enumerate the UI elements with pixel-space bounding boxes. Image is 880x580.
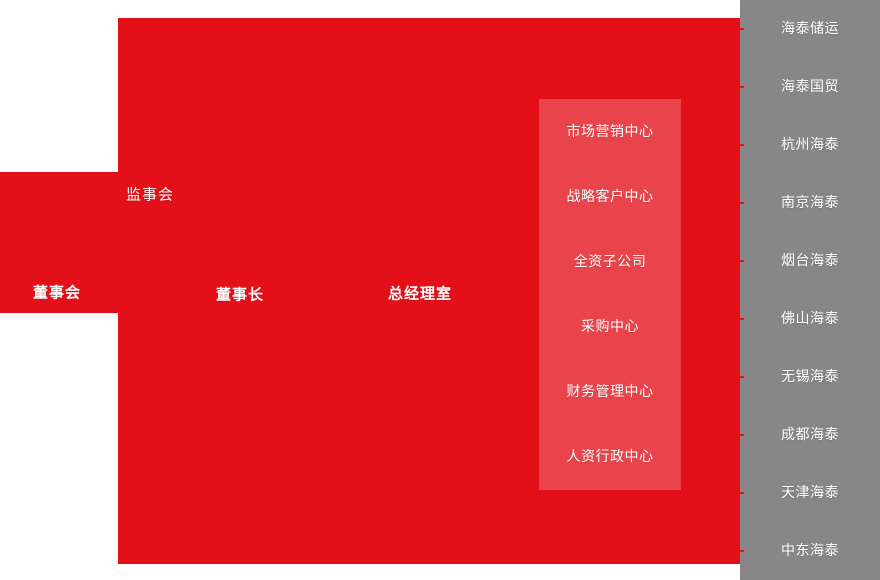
department-item[interactable]: 市场营销中心 [533,99,681,164]
subsidiary-item[interactable]: 天津海泰 [740,464,880,522]
department-label: 采购中心 [581,319,639,336]
connector-tick-icon [533,326,538,329]
connector-tick-icon [533,195,538,198]
subsidiary-label: 中东海泰 [781,543,839,559]
department-label: 人资行政中心 [566,449,654,466]
subsidiary-label: 海泰储运 [781,21,839,37]
connector-tick-icon [740,28,744,30]
subsidiary-item[interactable]: 无锡海泰 [740,348,880,406]
connector-tick-icon [740,434,744,436]
department-item[interactable]: 采购中心 [533,295,681,360]
subsidiary-label: 佛山海泰 [781,311,839,327]
connector-tick-icon [740,492,744,494]
node-general-manager-office[interactable]: 总经理室 [387,284,453,303]
department-item[interactable]: 全资子公司 [533,229,681,294]
department-label: 财务管理中心 [566,384,654,401]
subsidiary-item[interactable]: 成都海泰 [740,406,880,464]
board-of-directors-block[interactable] [0,172,118,313]
subsidiary-label: 烟台海泰 [781,253,839,269]
subsidiary-item[interactable]: 烟台海泰 [740,232,880,290]
department-item[interactable]: 财务管理中心 [533,360,681,425]
node-board-of-supervisors[interactable]: 监事会 [125,185,175,204]
subsidiary-label: 杭州海泰 [781,137,839,153]
connector-tick-icon [740,144,744,146]
subsidiary-label: 南京海泰 [781,195,839,211]
subsidiary-sidebar: 海泰储运 海泰国贸 杭州海泰 南京海泰 烟台海泰 佛山海泰 无锡海泰 [740,0,880,580]
main-org-block [118,18,740,564]
connector-tick-icon [740,260,744,262]
subsidiary-label: 天津海泰 [781,485,839,501]
subsidiary-item[interactable]: 佛山海泰 [740,290,880,348]
department-item[interactable]: 人资行政中心 [533,425,681,490]
department-item[interactable]: 战略客户中心 [533,164,681,229]
subsidiary-label: 海泰国贸 [781,79,839,95]
subsidiary-item[interactable]: 杭州海泰 [740,116,880,174]
subsidiary-item[interactable]: 海泰国贸 [740,58,880,116]
subsidiary-label: 成都海泰 [781,427,839,443]
connector-tick-icon [740,86,744,88]
department-label: 市场营销中心 [566,123,654,140]
connector-tick-icon [740,202,744,204]
connector-tick-icon [533,391,538,394]
subsidiary-label: 无锡海泰 [781,369,839,385]
connector-tick-icon [740,318,744,320]
connector-tick-icon [740,550,744,552]
department-label: 全资子公司 [573,253,647,270]
connector-tick-icon [740,376,744,378]
subsidiary-item[interactable]: 南京海泰 [740,174,880,232]
subsidiary-item[interactable]: 中东海泰 [740,522,880,580]
department-label: 战略客户中心 [566,188,654,205]
connector-tick-icon [533,130,538,133]
connector-tick-icon [533,456,538,459]
connector-tick-icon [533,260,538,263]
node-board-of-directors[interactable]: 董事会 [32,283,82,302]
node-chairman[interactable]: 董事长 [215,285,265,304]
department-panel: 市场营销中心 战略客户中心 全资子公司 采购中心 财务管理中心 人资行政中心 [533,99,681,490]
subsidiary-item[interactable]: 海泰储运 [740,0,880,58]
